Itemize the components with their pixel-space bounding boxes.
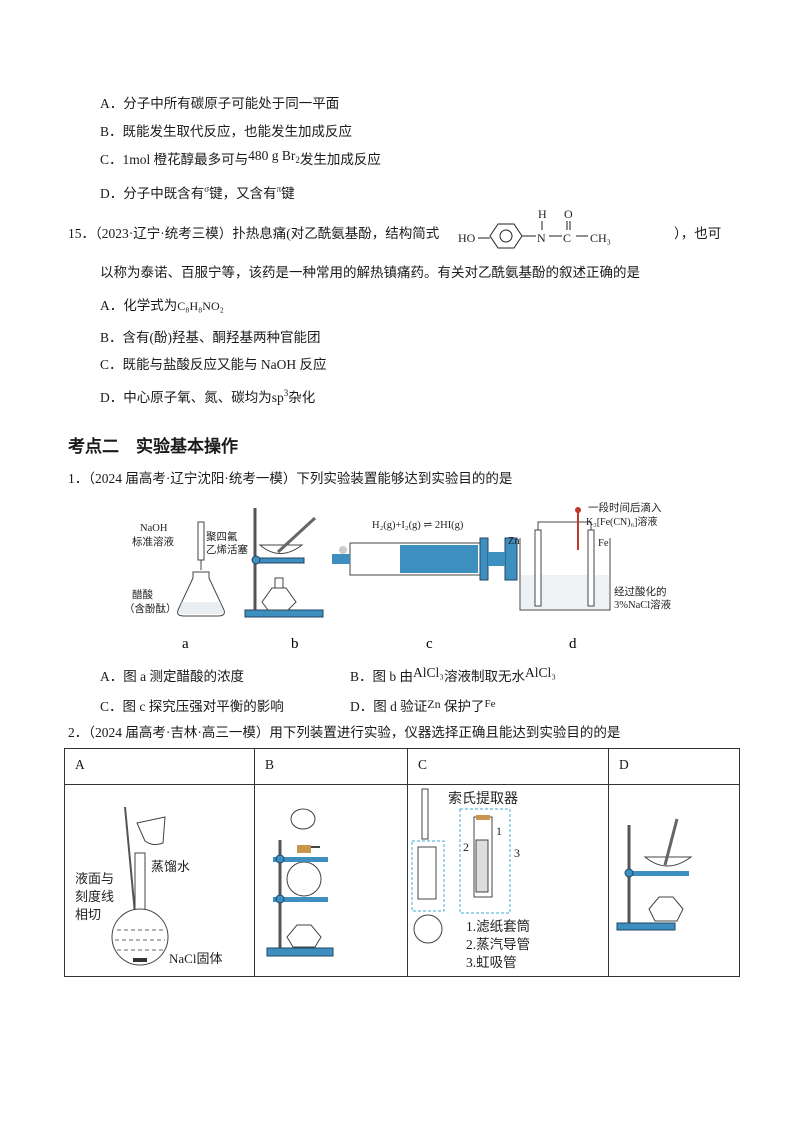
text: D．图 d 验证 — [350, 699, 428, 714]
q15-stem-end: ），也可 — [674, 226, 722, 241]
figure-a-titration: NaOH 标准溶液 聚四氟 乙烯活塞 醋酸 （含酚酞） — [124, 521, 248, 617]
fe-label: Fe — [598, 538, 609, 549]
indicator-label: （含酚酞） — [124, 602, 177, 615]
text: B．图 b 由 — [350, 669, 414, 684]
q14-option-b: B．既能发生取代反应，也能发生加成反应 — [100, 124, 353, 139]
text: D．中心原子氧、氮、碳均为 — [100, 390, 272, 405]
pi: π — [276, 184, 282, 194]
c-label: C — [563, 231, 571, 245]
cell-b — [254, 784, 408, 977]
header-b: B — [254, 748, 408, 785]
text: 480 g Br — [248, 148, 296, 163]
q15-option-a: A．化学式为C₈H₈NO₂ — [100, 298, 224, 314]
header-d: D — [608, 748, 740, 785]
mass: 480 g Br2 — [248, 148, 300, 165]
level-label-3: 相切 — [75, 907, 101, 922]
part-1-label: 1 — [496, 824, 502, 838]
q15-option-c: C．既能与盐酸反应又能与 NaOH 反应 — [100, 357, 327, 372]
ptfe-label-2: 乙烯活塞 — [206, 543, 248, 556]
table-row: 蒸馏水 液面与 刻度线 相切 NaCl固体 — [64, 784, 740, 977]
distillation-setup-figure — [266, 808, 334, 957]
ho-label: HO — [458, 231, 476, 245]
h-label: H — [538, 207, 547, 221]
soxhlet-title: 索氏提取器 — [448, 790, 518, 807]
legend-item-2: 2.蒸汽导管 — [466, 937, 530, 952]
evaporation-figure — [616, 818, 693, 931]
part-2-label: 2 — [463, 840, 469, 854]
ptfe-label-1: 聚四氟 — [206, 530, 238, 543]
q2-stem: 2．（2024 届高考·吉林·高三一模）用下列装置进行实验，仪器选择正确且能达到… — [68, 725, 621, 740]
q1-option-b: B．图 b 由AlCl₃溶液制取无水AlCl₃ — [350, 665, 556, 685]
benzene-ring — [489, 223, 523, 249]
figure-label-d: d — [569, 636, 577, 652]
cell-d — [608, 784, 740, 977]
formula: AlCl₃ — [524, 665, 556, 680]
q1-figures: NaOH 标准溶液 聚四氟 乙烯活塞 醋酸 （含酚酞） H₂(g)+I₂(g) … — [124, 501, 672, 652]
cell-a: 蒸馏水 液面与 刻度线 相切 NaCl固体 — [64, 784, 255, 977]
q1-option-d: D．图 d 验证Zn 保护了Fe — [350, 697, 496, 716]
q14-option-a: A．分子中所有碳原子可能处于同一平面 — [100, 96, 340, 111]
q15-stem: 15．（2023·辽宁·统考三模）扑热息痛(对乙酰氨基酚，结构简式 — [68, 226, 440, 241]
text: C．1mol 橙花醇最多可与 — [100, 152, 249, 167]
table-header-row: A B C D — [64, 748, 740, 785]
subscript: 2 — [295, 155, 300, 165]
figure-c-syringe: H₂(g)+I₂(g) ⇌ 2HI(g) — [332, 520, 518, 581]
q2-options-table: A B C D 蒸馏水 液面与 刻度线 相切 NaCl固体 — [64, 748, 740, 977]
standard-solution-label: 标准溶液 — [132, 535, 174, 548]
note-label-1: 一段时间后滴入 — [588, 501, 662, 514]
o-label: O — [564, 207, 573, 221]
q15-stem-line2: 以称为泰诺、百服宁等，该药是一种常用的解热镇痛药。有关对乙酰氨基酚的叙述正确的是 — [100, 265, 640, 280]
q14-option-d: D．分子中既含有σ键，又含有π键 — [100, 181, 295, 202]
paracetamol-structure: HO N H C O CH₃ — [458, 207, 611, 249]
acetic-acid-label: 醋酸 — [132, 588, 153, 601]
section-heading: 考点二 实验基本操作 — [68, 437, 238, 457]
q14-option-c: C．1mol 橙花醇最多可与480 g Br2发生加成反应 — [100, 148, 381, 172]
soxhlet-extractor-figure: 索氏提取器 1 2 3 1.滤纸套筒 2.蒸汽导管 3.虹吸管 — [411, 788, 530, 970]
header-c: C — [407, 748, 609, 785]
text: A．化学式为 — [100, 298, 178, 313]
text: 杂化 — [288, 390, 316, 405]
text: 键，又含有 — [209, 186, 277, 201]
part-3-label: 3 — [514, 846, 520, 860]
figure-label-c: c — [426, 636, 433, 652]
legend-item-1: 1.滤纸套筒 — [466, 918, 530, 934]
formula: Zn — [427, 697, 441, 711]
water-label: 蒸馏水 — [151, 859, 190, 874]
text: 保护了 — [443, 699, 485, 714]
level-label-1: 液面与 — [75, 871, 114, 886]
sp: sp — [271, 390, 284, 405]
formula: Fe — [484, 698, 496, 710]
q1-option-c: C．图 c 探究压强对平衡的影响 — [100, 699, 284, 714]
text: 溶液制取无水 — [443, 669, 525, 684]
equation-label: H₂(g)+I₂(g) ⇌ 2HI(g) — [372, 520, 464, 531]
ch3-label: CH₃ — [590, 231, 611, 245]
text: 键 — [281, 186, 295, 201]
volumetric-flask-figure: 蒸馏水 液面与 刻度线 相切 NaCl固体 — [75, 806, 222, 966]
note-label-2: K₃[Fe(CN)₆]溶液 — [586, 515, 657, 528]
figure-d-galvanic: Zn Fe 一段时间后滴入 K₃[Fe(CN)₆]溶液 经过酸化的 3%NaCl… — [508, 501, 672, 611]
legend-item-3: 3.虹吸管 — [466, 955, 517, 970]
solution-label-2: 3%NaCl溶液 — [614, 598, 672, 611]
cell-c: 索氏提取器 1 2 3 1.滤纸套筒 2.蒸汽导管 3.虹吸管 — [407, 784, 609, 977]
superscript: 3 — [283, 388, 289, 398]
n-label: N — [537, 231, 546, 245]
solid-label: NaCl固体 — [169, 951, 222, 966]
figure-b-evaporation — [244, 508, 324, 618]
formula: AlCl₃ — [413, 665, 444, 680]
q1-option-a: A．图 a 测定醋酸的浓度 — [100, 669, 244, 684]
text: D．分子中既含有 — [100, 186, 205, 201]
q15-option-b: B．含有(酚)羟基、酮羟基两种官能团 — [100, 330, 321, 345]
q1-stem: 1．（2024 届高考·辽宁沈阳·统考一模）下列实验装置能够达到实验目的的是 — [68, 471, 513, 486]
figure-label-a: a — [182, 636, 189, 652]
header-a: A — [64, 748, 255, 785]
q15-option-d: D．中心原子氧、氮、碳均为sp3杂化 — [100, 385, 315, 406]
sigma: σ — [204, 184, 210, 194]
level-label-2: 刻度线 — [75, 889, 114, 904]
text: 发生加成反应 — [299, 152, 381, 167]
figure-label-b: b — [291, 636, 299, 652]
formula: C₈H₈NO₂ — [177, 299, 224, 313]
naoh-label: NaOH — [140, 523, 168, 534]
zn-label: Zn — [508, 536, 520, 547]
solution-label-1: 经过酸化的 — [614, 585, 667, 598]
